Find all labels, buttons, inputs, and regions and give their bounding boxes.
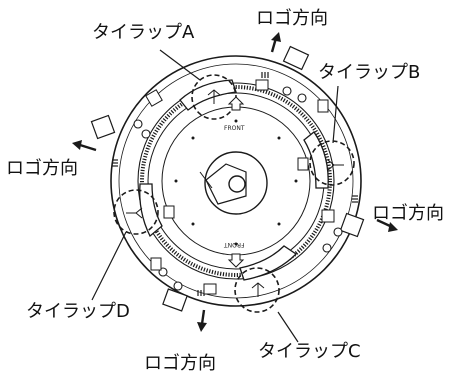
leader-lines <box>91 49 339 343</box>
screws <box>133 86 343 291</box>
tie-wrap-d-marker <box>113 189 159 235</box>
front-arrow-top <box>227 96 245 111</box>
hub-hole <box>228 175 246 193</box>
tie-wrap-d-label: タイラップD <box>26 301 130 322</box>
logo-direction-label-bottom: ロゴ方向 <box>144 353 216 374</box>
clamp-c <box>239 245 298 281</box>
tie-wrap-a-label: タイラップA <box>92 22 195 43</box>
tie-wrap-c-label: タイラップC <box>258 341 361 362</box>
small-fixtures <box>145 79 335 295</box>
front-label-top: FRONT <box>224 125 245 132</box>
clamp-b <box>303 131 329 189</box>
tie-wrap-b-marker <box>309 140 355 186</box>
outer-tabs <box>90 45 365 312</box>
clamp-d <box>139 183 163 238</box>
hub-line <box>199 171 213 189</box>
tie-wrap-c-marker <box>234 267 280 313</box>
logo-direction-label-top: ロゴ方向 <box>256 8 328 29</box>
gear-teeth <box>140 85 332 277</box>
hub-bracket <box>205 163 247 205</box>
tie-wrap-b-label: タイラップB <box>318 62 421 83</box>
front-label-bottom: FRONT <box>224 241 245 248</box>
inner-dots <box>174 119 298 246</box>
logo-direction-label-right: ロゴ方向 <box>372 203 444 224</box>
front-arrow-bottom <box>227 253 245 268</box>
logo-direction-label-left: ロゴ方向 <box>6 158 78 179</box>
gear-band-outer <box>137 82 335 280</box>
wrap-glyphs <box>126 89 344 297</box>
logo-direction-arrows <box>72 32 398 332</box>
